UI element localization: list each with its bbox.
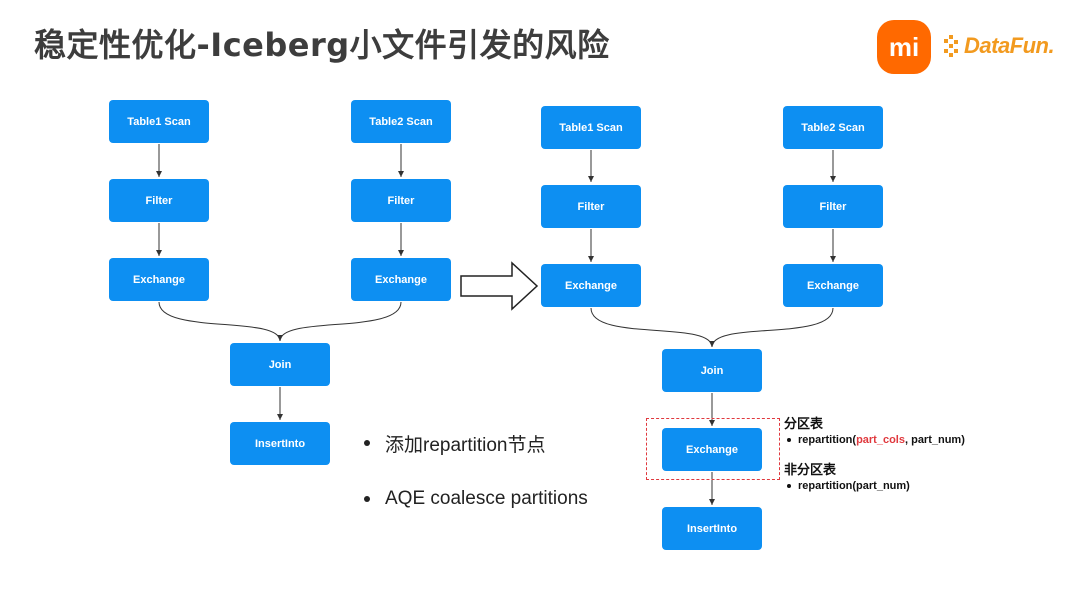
right-filter2-node: Filter — [783, 185, 883, 228]
left-filter2-node: Filter — [351, 179, 451, 222]
bullet-text: 添加repartition节点 — [385, 434, 546, 456]
right-table1-scan-node: Table1 Scan — [541, 106, 641, 149]
repartition-highlight-frame — [646, 418, 780, 480]
bullet-dot-icon — [787, 484, 791, 488]
left-table1-scan-node: Table1 Scan — [109, 100, 209, 143]
non-partitioned-table-note: 非分区表 repartition(part_num) — [784, 459, 910, 492]
right-table2-scan-node: Table2 Scan — [783, 106, 883, 149]
bullet-text: AQE coalesce partitions — [385, 488, 588, 509]
bullet-item: 添加repartition节点 — [364, 430, 588, 456]
left-filter1-node: Filter — [109, 179, 209, 222]
left-join-node: Join — [230, 343, 330, 386]
datafun-wordmark: DataFun. — [964, 33, 1055, 58]
fn-repartition: repartition(part_num) — [798, 480, 910, 492]
solution-bullet-list: 添加repartition节点 AQE coalesce partitions — [364, 430, 588, 512]
page-title: 稳定性优化-Iceberg小文件引发的风险 — [34, 26, 610, 64]
bullet-dot-icon — [364, 496, 370, 502]
right-exchange-repartition-node: Exchange — [662, 428, 762, 471]
datafun-mark-icon — [944, 35, 962, 57]
left-exchange1-node: Exchange — [109, 258, 209, 301]
partitioned-table-note: 分区表 repartition(part_cols, part_num) — [784, 413, 965, 446]
left-table2-scan-node: Table2 Scan — [351, 100, 451, 143]
bullet-dot-icon — [364, 440, 370, 446]
bullet-item: AQE coalesce partitions — [364, 486, 588, 512]
transform-arrow-icon — [460, 261, 539, 311]
datafun-logo: DataFun. — [944, 28, 1055, 64]
right-insertinto-node: InsertInto — [662, 507, 762, 550]
right-exchange2-node: Exchange — [783, 264, 883, 307]
left-insertinto-node: InsertInto — [230, 422, 330, 465]
bullet-dot-icon — [787, 438, 791, 442]
fn-open: repartition( — [798, 434, 857, 446]
non-partitioned-repartition-line: repartition(part_num) — [784, 480, 910, 492]
right-exchange1-node: Exchange — [541, 264, 641, 307]
fn-close: , part_num) — [904, 434, 965, 446]
left-exchange2-node: Exchange — [351, 258, 451, 301]
fn-part-cols: part_cols — [856, 434, 905, 446]
right-filter1-node: Filter — [541, 185, 641, 228]
xiaomi-logo: mi — [877, 20, 931, 74]
non-partitioned-heading: 非分区表 — [784, 462, 837, 477]
partitioned-heading: 分区表 — [784, 416, 824, 431]
right-join-node: Join — [662, 349, 762, 392]
partitioned-repartition-line: repartition(part_cols, part_num) — [784, 434, 965, 446]
